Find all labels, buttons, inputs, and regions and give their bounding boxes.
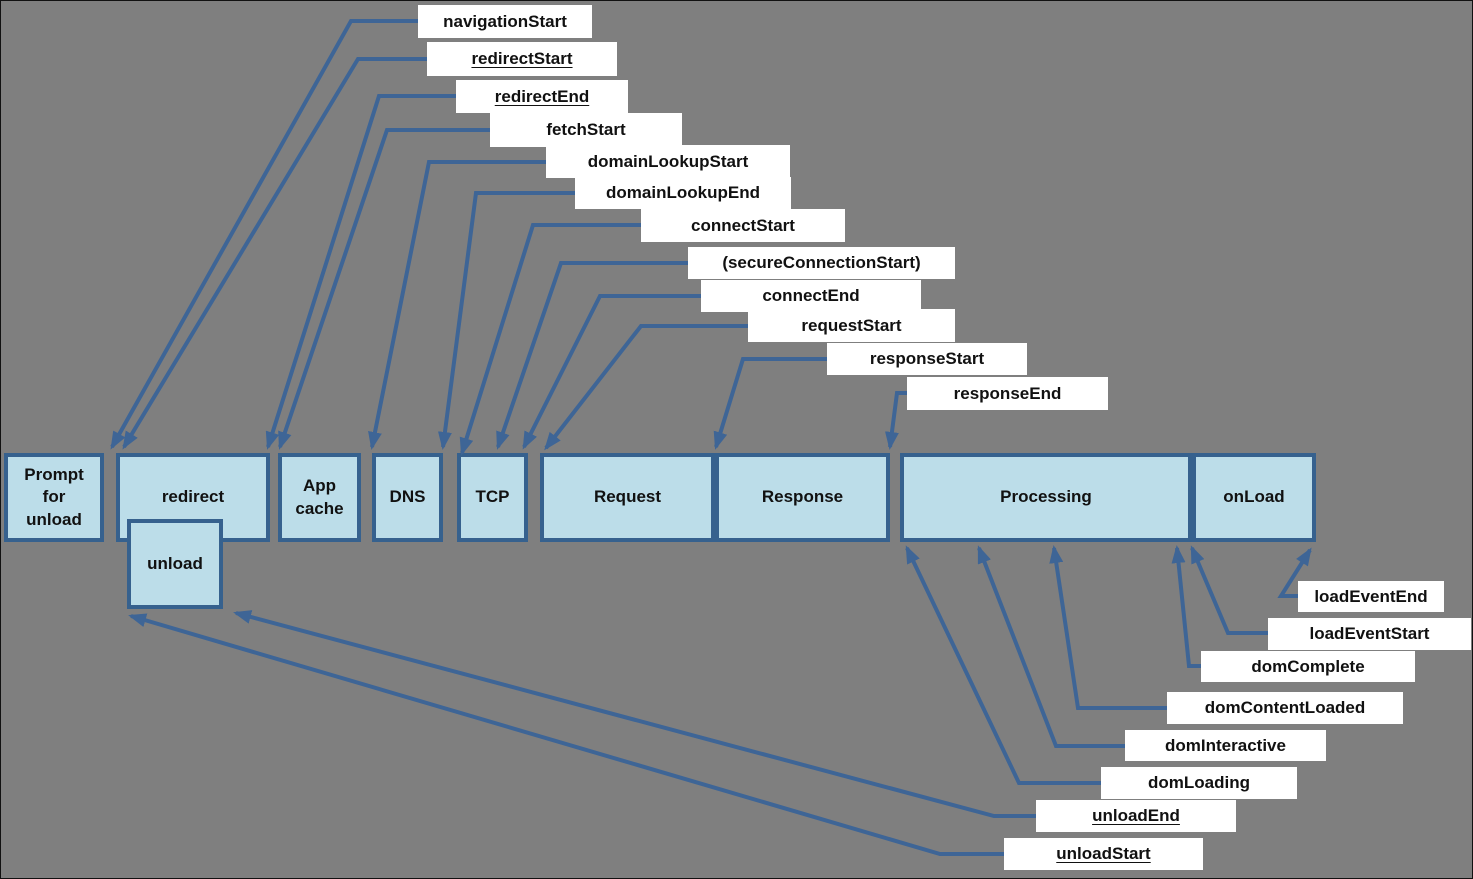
arrow-secureConnectionStart (496, 261, 688, 450)
arrow-fetchStart (278, 128, 490, 450)
arrow-connectStart (459, 223, 641, 456)
arrow-responseStart (713, 357, 827, 450)
phase-box-response: Response (715, 453, 890, 542)
event-label-responseStart: responseStart (827, 343, 1027, 375)
phase-box-dns: DNS (372, 453, 443, 542)
event-label-unloadStart: unloadStart (1004, 838, 1203, 870)
arrow-loadEventStart (1190, 545, 1268, 635)
arrow-unloadStart (128, 613, 1004, 856)
phase-box-app-cache: App cache (278, 453, 361, 542)
arrow-domComplete (1171, 545, 1201, 668)
arrow-redirectStart (122, 57, 427, 450)
event-label-domInteractive: domInteractive (1125, 730, 1326, 761)
event-label-navigationStart: navigationStart (418, 5, 592, 38)
arrow-redirectEnd (265, 94, 456, 450)
event-label-unloadEnd: unloadEnd (1036, 800, 1236, 832)
event-label-connectEnd: connectEnd (701, 280, 921, 312)
phase-box-onload: onLoad (1192, 453, 1316, 542)
event-label-domainLookupStart: domainLookupStart (546, 145, 790, 178)
event-label-domComplete: domComplete (1201, 651, 1415, 682)
event-label-redirectEnd: redirectEnd (456, 80, 628, 113)
event-label-fetchStart: fetchStart (490, 113, 682, 147)
event-label-domainLookupEnd: domainLookupEnd (575, 177, 791, 209)
phase-box-request: Request (540, 453, 715, 542)
event-label-loadEventStart: loadEventStart (1268, 618, 1471, 650)
arrow-domainLookupEnd (437, 191, 575, 450)
arrow-responseEnd (884, 391, 907, 450)
arrow-unloadEnd (233, 610, 1036, 818)
arrow-connectEnd (522, 294, 701, 450)
event-label-domLoading: domLoading (1101, 767, 1297, 799)
phase-box-unload: unload (127, 519, 223, 609)
arrow-navigationStart (110, 19, 418, 450)
event-label-domContentLoaded: domContentLoaded (1167, 692, 1403, 724)
arrow-domInteractive (977, 545, 1125, 748)
arrow-requestStart (544, 324, 748, 451)
event-label-requestStart: requestStart (748, 309, 955, 342)
event-label-connectStart: connectStart (641, 209, 845, 242)
phase-box-prompt-for-unload: Prompt for unload (4, 453, 104, 542)
arrow-domContentLoaded (1049, 545, 1167, 710)
event-label-secureConnectionStart: (secureConnectionStart) (688, 247, 955, 279)
arrow-domainLookupStart (368, 160, 546, 450)
event-label-loadEventEnd: loadEventEnd (1298, 581, 1444, 612)
phase-box-processing: Processing (900, 453, 1192, 542)
event-label-redirectStart: redirectStart (427, 42, 617, 76)
phase-box-tcp: TCP (457, 453, 528, 542)
arrow-domLoading (905, 545, 1101, 785)
event-label-responseEnd: responseEnd (907, 377, 1108, 410)
